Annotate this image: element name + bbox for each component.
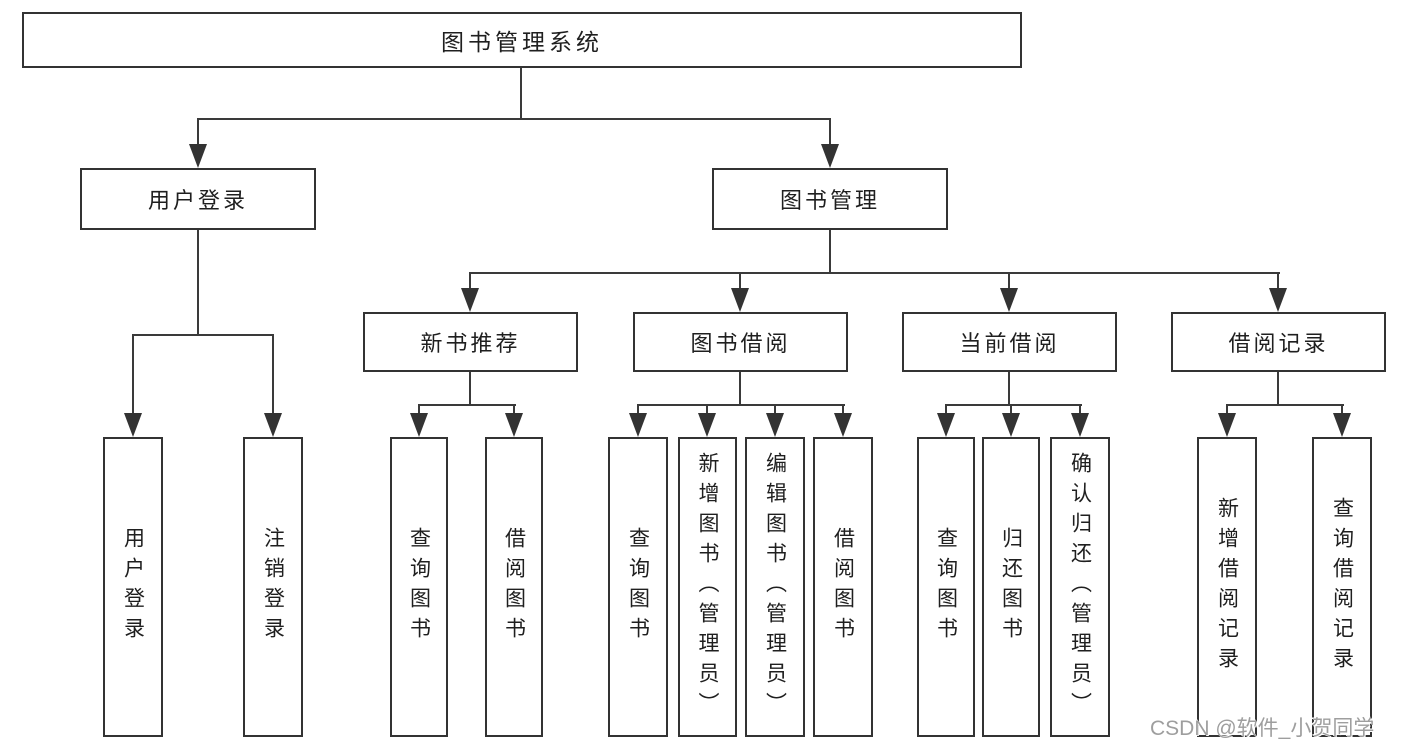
arrowhead-down-icon [461, 288, 479, 312]
connector-line [1341, 404, 1343, 417]
connector-line [197, 118, 831, 120]
leaf-add-borrow-record: 新增借阅记录 [1197, 437, 1257, 737]
arrowhead-down-icon [505, 413, 523, 437]
node-borrowing-records: 借阅记录 [1171, 312, 1386, 372]
arrowhead-down-icon [410, 413, 428, 437]
node-label: 借阅记录 [1228, 331, 1329, 356]
arrowhead-down-icon [698, 413, 716, 437]
arrowhead-down-icon [766, 413, 784, 437]
arrowhead-down-icon [821, 144, 839, 168]
connector-line [637, 404, 639, 417]
connector-line [1277, 272, 1279, 292]
connector-line [197, 230, 199, 336]
node-label: 借阅图书 [831, 527, 855, 647]
arrowhead-down-icon [1269, 288, 1287, 312]
node-label: 新书推荐 [420, 331, 521, 356]
leaf-add-books-admin: 新增图书（管理员） [678, 437, 737, 737]
node-label: 查询图书 [626, 527, 650, 647]
node-label: 新增借阅记录 [1215, 497, 1239, 677]
node-new-book-recommendation: 新书推荐 [363, 312, 578, 372]
leaf-query-books-1: 查询图书 [390, 437, 448, 737]
node-label: 注销登录 [261, 527, 285, 647]
connector-line [132, 334, 274, 336]
connector-line [197, 118, 199, 148]
node-label: 新增图书（管理员） [696, 452, 719, 722]
arrowhead-down-icon [1333, 413, 1351, 437]
connector-line [706, 404, 708, 417]
node-label: 当前借阅 [959, 331, 1060, 356]
node-label: 编辑图书（管理员） [763, 452, 787, 722]
arrowhead-down-icon [731, 288, 749, 312]
connector-line [469, 272, 471, 292]
connector-line [469, 272, 1280, 274]
node-label: 归还图书 [999, 527, 1023, 647]
leaf-return-books: 归还图书 [982, 437, 1040, 737]
arrowhead-down-icon [1002, 413, 1020, 437]
leaf-logout: 注销登录 [243, 437, 303, 737]
connector-line [1277, 372, 1279, 406]
connector-line [945, 404, 947, 417]
arrowhead-down-icon [1071, 413, 1089, 437]
connector-line [637, 404, 845, 406]
connector-line [1079, 404, 1081, 417]
node-label: 查询图书 [407, 527, 431, 647]
connector-line [1010, 404, 1012, 417]
arrowhead-down-icon [937, 413, 955, 437]
csdn-watermark: CSDN @软件_小贺同学 [1150, 717, 1375, 740]
node-label: 确认归还（管理员） [1068, 452, 1092, 722]
arrowhead-down-icon [264, 413, 282, 437]
leaf-borrow-books-1: 借阅图书 [485, 437, 543, 737]
leaf-query-borrow-record: 查询借阅记录 [1312, 437, 1372, 737]
leaf-query-books-2: 查询图书 [608, 437, 668, 737]
connector-line [469, 372, 471, 406]
connector-line [774, 404, 776, 417]
connector-line [739, 372, 741, 406]
node-root-system: 图书管理系统 [22, 12, 1022, 68]
connector-line [520, 68, 522, 119]
arrowhead-down-icon [1000, 288, 1018, 312]
node-user-login: 用户登录 [80, 168, 316, 230]
connector-line [1226, 404, 1344, 406]
connector-line [739, 272, 741, 292]
connector-line [1008, 272, 1010, 292]
connector-line [418, 404, 516, 406]
arrowhead-down-icon [834, 413, 852, 437]
connector-line [272, 334, 274, 417]
leaf-edit-books-admin: 编辑图书（管理员） [745, 437, 805, 737]
node-label: 查询图书 [934, 527, 958, 647]
arrowhead-down-icon [629, 413, 647, 437]
leaf-user-login: 用户登录 [103, 437, 163, 737]
node-label: 查询借阅记录 [1330, 497, 1354, 677]
node-label: 图书借阅 [690, 331, 791, 356]
leaf-borrow-books-2: 借阅图书 [813, 437, 873, 737]
connector-line [829, 230, 831, 274]
node-label: 用户登录 [121, 527, 145, 647]
node-label: 图书管理 [779, 188, 880, 213]
node-book-borrowing: 图书借阅 [633, 312, 848, 372]
connector-line [842, 404, 844, 417]
connector-line [1008, 372, 1010, 406]
connector-line [829, 118, 831, 148]
connector-line [418, 404, 420, 417]
connector-line [513, 404, 515, 417]
node-book-management: 图书管理 [712, 168, 948, 230]
node-label: 图书管理系统 [441, 29, 603, 55]
leaf-confirm-return-admin: 确认归还（管理员） [1050, 437, 1110, 737]
arrowhead-down-icon [124, 413, 142, 437]
connector-line [132, 334, 134, 417]
node-current-borrowing: 当前借阅 [902, 312, 1117, 372]
arrowhead-down-icon [189, 144, 207, 168]
leaf-query-books-3: 查询图书 [917, 437, 975, 737]
node-label: 用户登录 [147, 188, 248, 213]
node-label: 借阅图书 [502, 527, 526, 647]
connector-line [945, 404, 1082, 406]
arrowhead-down-icon [1218, 413, 1236, 437]
connector-line [1226, 404, 1228, 417]
